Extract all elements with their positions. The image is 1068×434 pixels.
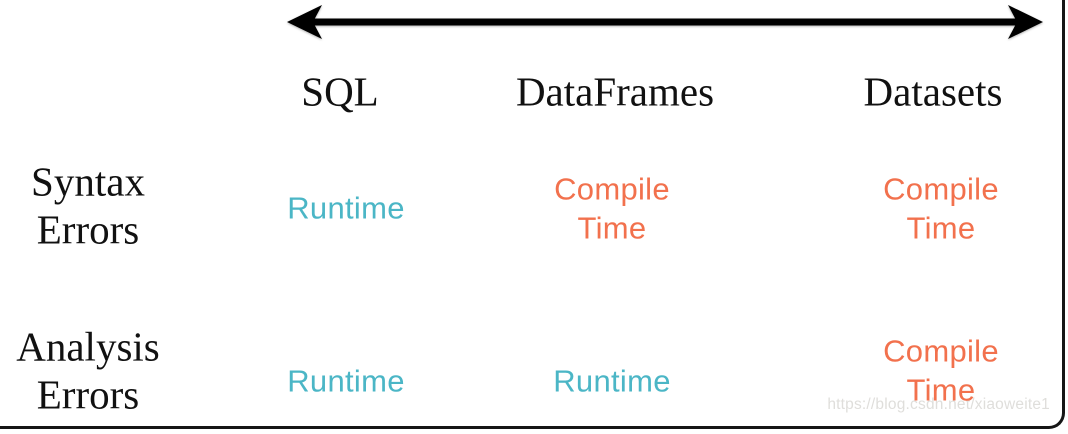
cell-analysis-datasets: Compile Time <box>883 333 999 408</box>
double-arrow-icon <box>287 5 1043 39</box>
spectrum-arrow <box>280 0 1050 46</box>
watermark-text: https://blog.csdn.net/xiaoweite1 <box>827 396 1050 413</box>
cell-syntax-datasets: Compile Time <box>883 171 999 246</box>
column-header-sql: SQL <box>301 68 379 115</box>
row-header-analysis-errors: Analysis Errors <box>16 323 160 417</box>
row-header-syntax-errors: Syntax Errors <box>31 158 145 252</box>
cell-analysis-dataframes: Runtime <box>553 363 671 399</box>
cell-syntax-sql: Runtime <box>287 190 405 226</box>
column-header-dataframes: DataFrames <box>515 68 715 115</box>
column-header-datasets: Datasets <box>863 68 1003 115</box>
cell-analysis-sql: Runtime <box>287 363 405 399</box>
cell-syntax-dataframes: Compile Time <box>554 171 670 246</box>
